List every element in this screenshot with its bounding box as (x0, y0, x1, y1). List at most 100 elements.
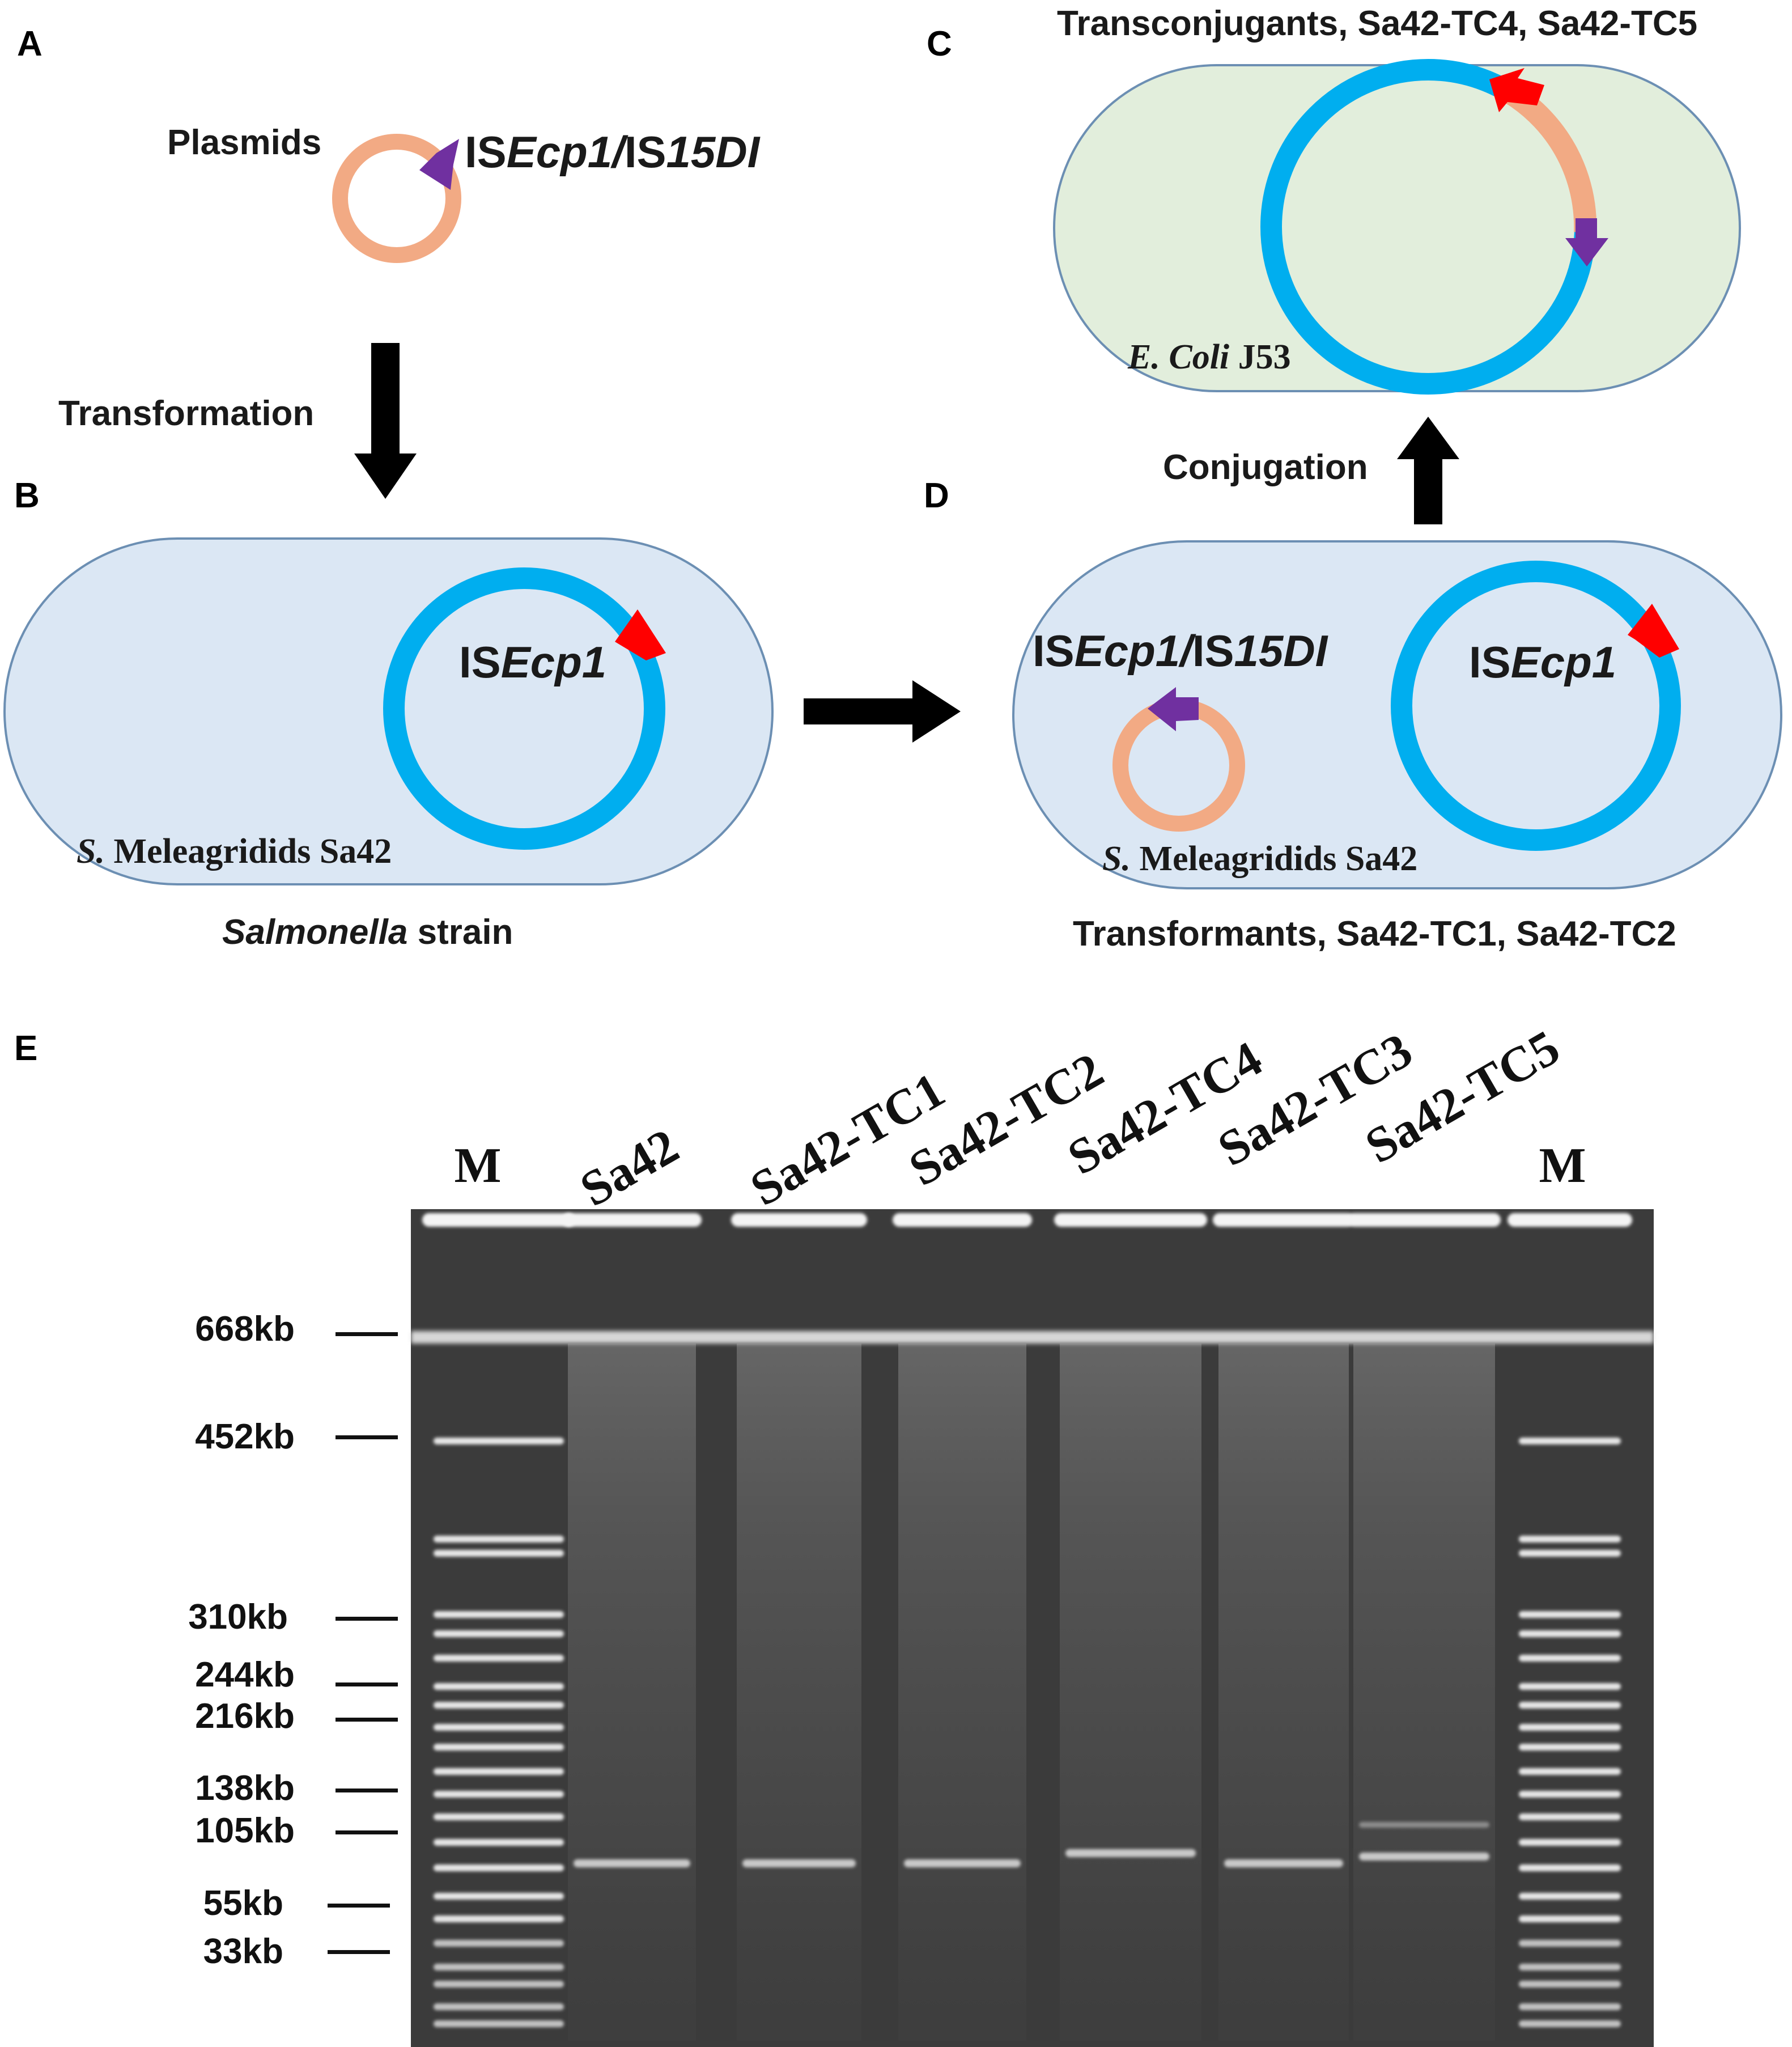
panel-b-strain-label: S. Meleagridids Sa42 (77, 832, 392, 871)
ladder-band (1519, 1940, 1621, 1947)
size-label: 55kb (203, 1884, 283, 1923)
plasmids-label: Plasmids (167, 123, 321, 162)
size-tick (336, 1718, 398, 1722)
gel-content (411, 1213, 1654, 2041)
ladder-band (434, 1940, 564, 1947)
panel-d-is15di-arrow (1148, 687, 1199, 731)
size-label: 668kb (195, 1309, 295, 1349)
ladder-band (1519, 2020, 1621, 2027)
size-label: 310kb (188, 1597, 288, 1637)
size-label: 105kb (195, 1811, 295, 1850)
gel-well (422, 1213, 575, 1227)
panel-b-isecp1-arrow (615, 609, 666, 660)
ladder-band (1519, 1813, 1621, 1820)
ladder-band (434, 1611, 564, 1618)
size-markers: 668kb 452kb 310kb 244kb 216kb 138kb 105k… (188, 1309, 398, 1971)
gel-smear (898, 1344, 1026, 2041)
size-tick (336, 1789, 398, 1792)
ladder-band (1519, 2003, 1621, 2010)
size-tick (328, 1950, 390, 1954)
gel-smear (1060, 1344, 1201, 2041)
plasmid-band (742, 1859, 856, 1867)
ladder-band (1519, 1981, 1621, 1987)
ladder-band (434, 1964, 564, 1970)
transformation-label: Transformation (58, 394, 314, 433)
panel-d-caption: Transformants, Sa42-TC1, Sa42-TC2 (1073, 914, 1676, 953)
gel-well (562, 1213, 702, 1227)
ladder-band (1519, 1683, 1621, 1690)
panel-d: D ISEcp1/IS15DI ISEcp1 S. Meleagridids S… (924, 476, 1782, 953)
gel-well (1348, 1213, 1501, 1227)
gel-well (1054, 1213, 1207, 1227)
panel-d-chromosome (1391, 561, 1681, 851)
panel-b-chromosome (383, 567, 665, 850)
panel-c-isecp1-arrow (1489, 68, 1544, 112)
ladder-band (1519, 1550, 1621, 1557)
panel-d-strain-label: S. Meleagridids Sa42 (1102, 840, 1417, 878)
panel-d-isecp1-arrow (1628, 604, 1679, 658)
ladder-band (1519, 1724, 1621, 1731)
panel-a-is15di-arrow (419, 139, 459, 190)
ladder-band (1519, 1536, 1621, 1542)
ladder-band (1519, 1791, 1621, 1798)
plasmid-band (1359, 1853, 1489, 1860)
ladder-band (434, 2003, 564, 2010)
ladder-band (1519, 1438, 1621, 1444)
ladder-band (1519, 1702, 1621, 1709)
gel-well (1213, 1213, 1354, 1227)
panel-c-strain-label: E. Coli J53 (1127, 338, 1291, 376)
panel-d-letter: D (924, 476, 949, 515)
gel-well (1508, 1213, 1632, 1227)
ladder-band (1519, 1893, 1621, 1900)
ladder-band (1519, 1744, 1621, 1751)
panel-b-caption: Salmonella strain (222, 913, 513, 952)
plasmid-band (1359, 1822, 1489, 1828)
lane-labels: M Sa42 Sa42-TC1 Sa42-TC2 Sa42-TC4 Sa42-T… (454, 1020, 1586, 1217)
ladder-band (434, 1655, 564, 1662)
panel-e-letter: E (14, 1029, 37, 1068)
size-label: 244kb (195, 1655, 295, 1694)
panel-d-element-label: ISEcp1/IS15DI (1033, 626, 1328, 676)
panel-c-is15di-arrow (1565, 218, 1608, 266)
ladder-band (434, 1724, 564, 1731)
panel-a-letter: A (17, 24, 43, 63)
ladder-band (434, 1536, 564, 1542)
ladder-band (1519, 1915, 1621, 1922)
ladder-band (1519, 1964, 1621, 1970)
ladder-band (1519, 1839, 1621, 1846)
ladder-band (1519, 1655, 1621, 1662)
size-tick (328, 1904, 390, 1908)
down-arrow (354, 343, 417, 499)
ladder-band (1519, 1630, 1621, 1637)
plasmid-band (904, 1859, 1021, 1867)
ladder-band (434, 1915, 564, 1922)
right-arrow (804, 680, 961, 743)
ladder-band (1519, 1864, 1621, 1871)
gel-smear (737, 1344, 861, 2041)
panel-c-title: Transconjugants, Sa42-TC4, Sa42-TC5 (1057, 4, 1697, 43)
plasmid-band (574, 1859, 690, 1867)
transformation-step: Transformation (58, 343, 417, 499)
lane-label: M (1539, 1138, 1586, 1193)
size-label: 33kb (203, 1932, 283, 1971)
panel-a: A Plasmids ISEcp1/IS15DI (17, 24, 761, 263)
ladder-band (434, 1630, 564, 1637)
ladder-band (434, 1791, 564, 1798)
size-tick (336, 1435, 398, 1439)
gel-well (731, 1213, 867, 1227)
size-tick (336, 1332, 398, 1336)
panel-a-plasmid (332, 134, 461, 263)
size-tick (336, 1617, 398, 1621)
plasmid-band (1065, 1849, 1196, 1857)
gel-smear (1353, 1344, 1495, 2041)
size-label: 216kb (195, 1697, 295, 1736)
gel-smear (1218, 1344, 1349, 2041)
ladder-band (434, 1981, 564, 1987)
gel-well (893, 1213, 1032, 1227)
gel-band-top (411, 1331, 1654, 1344)
size-label: 138kb (195, 1769, 295, 1808)
panel-e: E M Sa42 Sa42-TC1 Sa42-TC2 Sa42-TC4 Sa42… (14, 1020, 1654, 2047)
plasmid-band (1224, 1859, 1343, 1867)
ladder-band (434, 1768, 564, 1775)
